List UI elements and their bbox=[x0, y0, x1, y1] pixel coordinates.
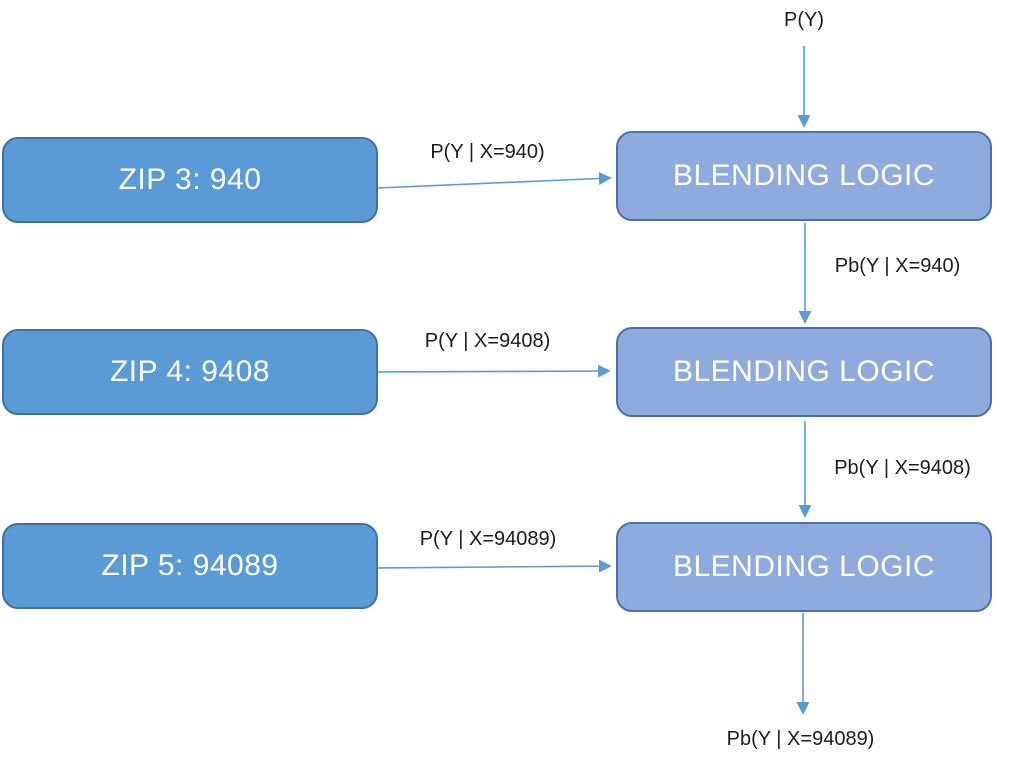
label-p-given-940: P(Y | X=940) bbox=[430, 141, 545, 163]
label-pb-given-9408: Pb(Y | X=9408) bbox=[834, 457, 971, 479]
blending-logic-box-2-label: BLENDING LOGIC bbox=[672, 355, 936, 388]
arrow-zip5-to-blend3 bbox=[377, 559, 612, 573]
blending-logic-box-3: BLENDING LOGIC bbox=[616, 522, 992, 612]
zip4-box: ZIP 4: 9408 bbox=[2, 329, 378, 415]
label-prior-py: P(Y) bbox=[784, 9, 824, 31]
label-p-given-9408: P(Y | X=9408) bbox=[424, 330, 551, 352]
blending-logic-box-1: BLENDING LOGIC bbox=[616, 131, 992, 221]
zip5-box-label: ZIP 5: 94089 bbox=[101, 549, 279, 582]
label-pb-given-94089: Pb(Y | X=94089) bbox=[726, 728, 875, 750]
blending-logic-box-3-label: BLENDING LOGIC bbox=[672, 550, 936, 583]
arrow-zip4-to-blend2 bbox=[377, 364, 611, 378]
label-p-given-94089: P(Y | X=94089) bbox=[419, 528, 557, 550]
blending-logic-box-1-label: BLENDING LOGIC bbox=[672, 159, 936, 192]
zip3-box-label: ZIP 3: 940 bbox=[118, 163, 262, 196]
zip4-box-label: ZIP 4: 9408 bbox=[109, 355, 271, 388]
zip5-box: ZIP 5: 94089 bbox=[2, 523, 378, 609]
arrow-zip3-to-blend1 bbox=[377, 171, 612, 189]
blending-logic-box-2: BLENDING LOGIC bbox=[616, 327, 992, 417]
zip3-box: ZIP 3: 940 bbox=[2, 137, 378, 223]
label-pb-given-940: Pb(Y | X=940) bbox=[834, 255, 961, 277]
